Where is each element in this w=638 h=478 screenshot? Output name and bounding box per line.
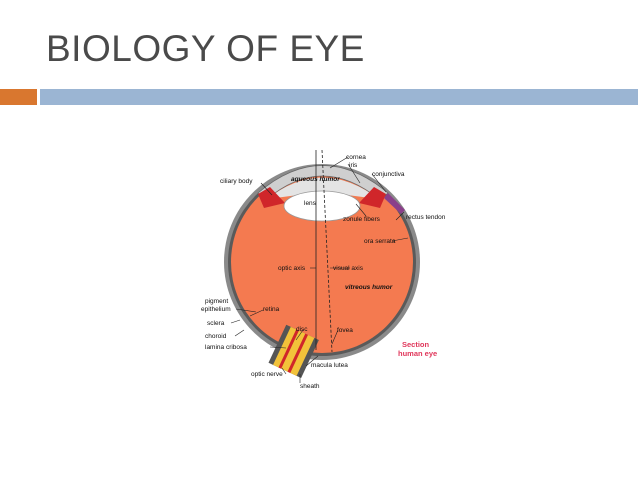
label-lens: lens [304,200,317,207]
visual-axis-line [321,149,333,353]
aqueous-chamber-shape [266,177,380,200]
label-aqueous-humor: aqueous humor [291,176,340,183]
label-sclera: sclera [207,320,225,327]
optic-nerve-shape [268,324,319,379]
label-ciliary-body: ciliary body [220,178,253,185]
label-visual-axis: visual axis [333,265,364,272]
label-zonule-fibers: zonule fibers [343,216,381,223]
iris-right-shape [359,187,386,208]
label-cornea: cornea [346,154,366,161]
label-pigment: pigment [205,298,228,305]
slide-title: BIOLOGY OF EYE [46,28,365,69]
label-retina: retina [263,306,280,313]
vitreous-shape [231,171,413,353]
label-choroid: choroid [205,333,227,340]
label-optic-axis: optic axis [278,265,306,272]
iris-left-shape [258,187,285,208]
label-lamina-cribosa: lamina cribosa [205,344,247,351]
title-rule-bar [40,89,638,105]
label-disc: disc [296,326,308,333]
label-fovea: fovea [337,327,353,334]
label-macula-lutea: macula lutea [311,362,348,369]
label-rectus-tendon: rectus tendon [406,214,446,221]
label-vitreous-humor: vitreous humor [345,284,393,291]
label-ora-serrata: ora serrata [364,238,396,245]
label-conjunctiva: conjunctiva [372,171,405,178]
label-optic-nerve: optic nerve [251,371,283,378]
rectus-tendon-shape [384,193,405,214]
lens-shape [283,190,361,222]
label-sheath: sheath [300,383,320,390]
leader-lines [230,156,409,383]
label-human-eye: human eye [398,349,437,358]
label-section: Section [402,340,430,349]
label-epithelium: epithelium [201,306,231,313]
label-iris: iris [349,162,358,169]
accent-bar [0,89,37,105]
